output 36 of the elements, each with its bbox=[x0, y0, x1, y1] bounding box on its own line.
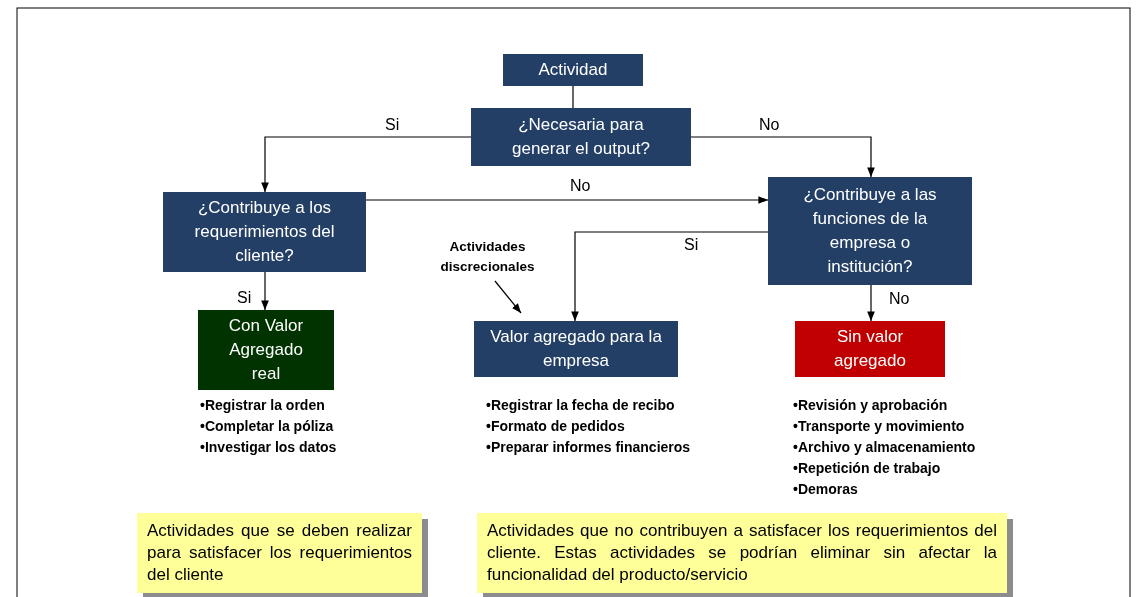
note-text: Actividades que no contribuyen a satisfacer los requerimientos del cliente. Estas actividades se podrían eliminar sin afectar la funcionalidad del producto/servicio bbox=[487, 520, 997, 586]
arrow bbox=[261, 136, 472, 193]
arrow bbox=[571, 231, 769, 322]
bullet-item: •Archivo y almacenamiento bbox=[793, 438, 976, 457]
bullet-item: •Transporte y movimiento bbox=[793, 417, 966, 436]
process-box bbox=[163, 192, 366, 272]
bullet-item: •Registrar la fecha de recibo bbox=[486, 396, 676, 415]
result-box bbox=[795, 321, 945, 377]
box-label: ¿Contribuye a los requerimientos del cliente? bbox=[193, 197, 336, 267]
box-label: ¿Contribuye a las funciones de la empresa o institución? bbox=[802, 184, 938, 278]
result-box bbox=[198, 310, 334, 390]
bullet-item: •Revisión y aprobación bbox=[793, 396, 949, 415]
box-label: ¿Necesaria para generar el output? bbox=[511, 114, 651, 160]
arrow bbox=[261, 271, 269, 311]
bullet-item: •Demoras bbox=[793, 480, 859, 499]
arrow bbox=[494, 280, 522, 314]
box-label: Sin valor agregado bbox=[833, 326, 907, 372]
box-label: Con Valor Agregado real bbox=[227, 315, 305, 385]
bullet-item: •Completar la póliza bbox=[200, 417, 335, 436]
process-box bbox=[503, 54, 643, 86]
note-text: Actividades que se deben realizar para satisfacer los requerimientos del cliente bbox=[147, 520, 412, 586]
bullet-item: •Formato de pedidos bbox=[486, 417, 626, 436]
box-label: Actividad bbox=[538, 59, 608, 81]
process-box bbox=[474, 321, 678, 377]
connector-line bbox=[572, 85, 574, 109]
process-box bbox=[471, 108, 691, 166]
arrow bbox=[867, 284, 875, 322]
annotation-text: Actividades discrecionales bbox=[439, 238, 536, 276]
bullet-item: •Registrar la orden bbox=[200, 396, 326, 415]
bullet-item: •Investigar los datos bbox=[200, 438, 337, 457]
process-box bbox=[768, 177, 972, 285]
arrow bbox=[690, 136, 875, 178]
arrow bbox=[365, 196, 769, 204]
box-label: Valor agregado para la empresa bbox=[489, 326, 663, 372]
bullet-item: •Preparar informes financieros bbox=[486, 438, 691, 457]
bullet-item: •Repetición de trabajo bbox=[793, 459, 942, 478]
